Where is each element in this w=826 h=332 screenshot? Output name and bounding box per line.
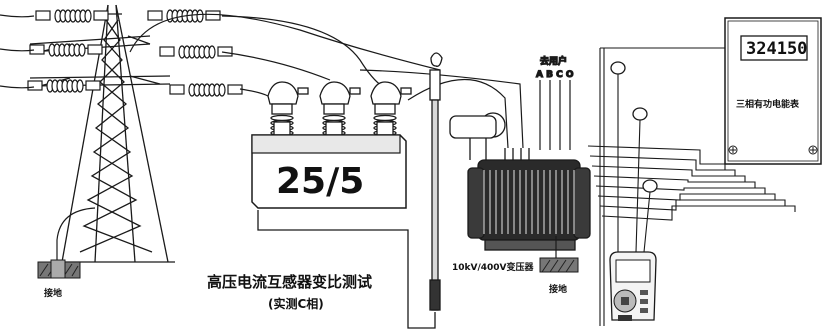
ground-left-label: 接地 bbox=[44, 287, 62, 299]
current-transformers bbox=[267, 81, 412, 137]
ground-left: 接地 bbox=[37, 207, 96, 299]
clamp-probe bbox=[257, 52, 443, 329]
user-output-lines: 去用户 A B C O bbox=[535, 54, 574, 150]
handheld-tester bbox=[609, 251, 657, 321]
insulator-5 bbox=[27, 79, 101, 93]
transformer-label: 10kV/400V变压器 bbox=[452, 261, 535, 273]
insulator-6 bbox=[169, 83, 243, 97]
meter-wiring bbox=[587, 47, 796, 326]
current-transformer-3 bbox=[370, 81, 412, 137]
insulator-4 bbox=[159, 45, 233, 59]
meter-screws bbox=[728, 145, 818, 155]
ct-base-box: 25/5 bbox=[251, 134, 407, 209]
current-transformer-1 bbox=[267, 81, 309, 137]
ground-right-label: 接地 bbox=[549, 283, 567, 295]
meter-name: 三相有功电能表 bbox=[736, 98, 800, 110]
ground-right: 接地 bbox=[539, 236, 579, 295]
diagram-title: 高压电流互感器变比测试 bbox=[207, 273, 372, 291]
insulator-1 bbox=[35, 9, 109, 23]
ct-ratio-label: 25/5 bbox=[276, 161, 364, 202]
diagram-subtitle: (实测C相) bbox=[268, 296, 324, 311]
user-label: 去用户 bbox=[540, 55, 567, 67]
insulator-3 bbox=[29, 43, 103, 57]
insulator-strings bbox=[27, 9, 243, 97]
phase-labels: A B C O bbox=[536, 70, 574, 80]
energy-meter: 324150 三相有功电能表 bbox=[724, 17, 822, 165]
current-transformer-2 bbox=[319, 81, 361, 137]
power-transformer: 10kV/400V变压器 bbox=[449, 112, 591, 273]
meter-clamps bbox=[610, 61, 658, 193]
meter-reading: 324150 bbox=[746, 39, 807, 59]
